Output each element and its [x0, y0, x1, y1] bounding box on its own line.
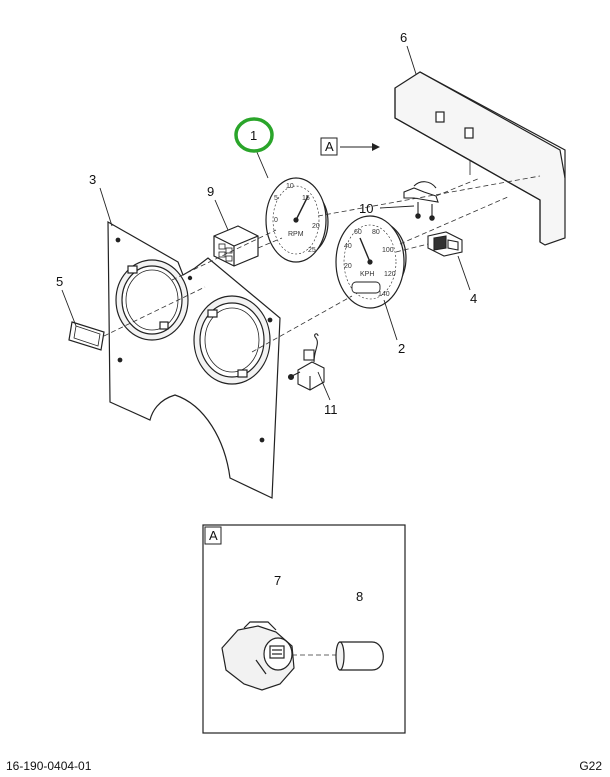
tach-tick-15: 15 [302, 195, 310, 202]
callout-9: 9 [207, 184, 214, 199]
callout-7: 7 [274, 573, 281, 588]
callout-10: 10 [359, 201, 373, 216]
housing-part [394, 71, 566, 246]
clip-part [403, 181, 439, 221]
speedo-tick-140: 140 [378, 291, 390, 298]
view-reference-label: A [325, 139, 334, 154]
speedometer-part [335, 215, 407, 309]
view-reference-a: A [320, 137, 380, 156]
bulb-socket-part [427, 231, 463, 257]
highlight-circle [234, 117, 274, 153]
callout-6: 6 [400, 30, 407, 45]
tachometer-part [265, 177, 329, 263]
speedo-tick-60: 60 [354, 229, 362, 236]
tach-unit: RPM [288, 231, 304, 238]
callout-3: 3 [89, 172, 96, 187]
bulb-part [335, 641, 384, 671]
callout-2: 2 [398, 341, 405, 356]
bulb-holder-part [221, 621, 295, 691]
tach-tick-25: 25 [308, 247, 316, 254]
panel-part [107, 220, 281, 499]
sheet-code: G22 [579, 759, 602, 773]
speedo-tick-20: 20 [344, 263, 352, 270]
document-number: 16-190-0404-01 [6, 759, 92, 773]
callout-1: 1 [250, 128, 257, 143]
detail-view-label: A [209, 528, 218, 543]
callout-5: 5 [56, 274, 63, 289]
tach-tick-10: 10 [286, 183, 294, 190]
tach-tick-20: 20 [312, 223, 320, 230]
connector-block-part [213, 225, 259, 267]
speedo-tick-120: 120 [384, 271, 396, 278]
speedo-tick-80: 80 [372, 229, 380, 236]
lens-part [68, 321, 105, 351]
tach-tick-5: 5 [274, 195, 278, 202]
speedo-tick-40: 40 [344, 243, 352, 250]
assembly-lines [103, 175, 541, 353]
tach-tick-0: 0 [274, 217, 278, 224]
callout-8: 8 [356, 589, 363, 604]
switch-part [287, 333, 325, 391]
callout-11: 11 [324, 402, 338, 417]
speedo-tick-100: 100 [382, 247, 394, 254]
callout-4: 4 [470, 291, 477, 306]
speedo-unit: KPH [360, 271, 374, 278]
detail-view-a: A 7 8 [202, 524, 406, 734]
